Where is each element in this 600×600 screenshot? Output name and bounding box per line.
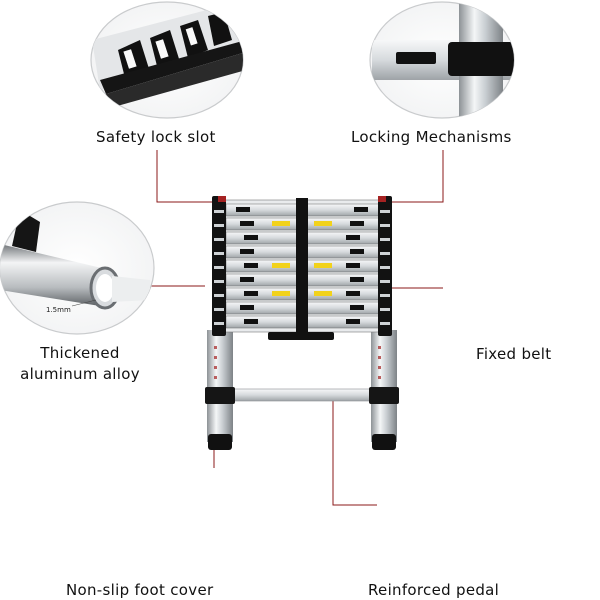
label-reinforced-pedal: Reinforced pedal [368, 581, 500, 599]
ladder-illustration [205, 196, 399, 450]
label-fixed-belt: Fixed belt [476, 345, 552, 363]
collapsed-rungs [221, 198, 385, 340]
label-thickened-line2: aluminum alloy [20, 365, 140, 383]
leader-safety [156, 150, 234, 203]
label-thickened-aluminum: Thickened aluminum alloy [0, 343, 160, 385]
detail-safety-lock-slot [90, 1, 244, 119]
detail-thickened-aluminum [0, 201, 155, 335]
leader-pedal [332, 398, 377, 506]
label-foot-cover: Non-slip foot cover [66, 581, 214, 599]
label-thickened-line1: Thickened [40, 344, 120, 362]
label-safety-lock-slot: Safety lock slot [96, 128, 216, 146]
leader-locking [383, 150, 444, 203]
thickness-note: 1.5mm [46, 306, 71, 314]
label-locking-mechanisms: Locking Mechanisms [351, 128, 512, 146]
detail-locking-mechanisms [369, 1, 515, 119]
